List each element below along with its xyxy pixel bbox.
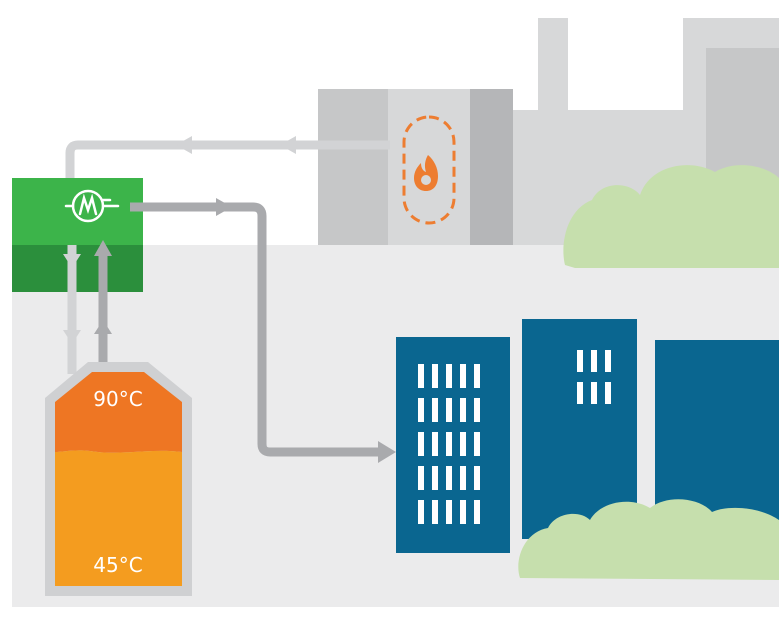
- tank-hot-layer: [55, 372, 182, 453]
- pipe-plant-to-exchanger: [65, 140, 390, 178]
- arrow-right-1: [216, 198, 232, 216]
- storage-tank: 90°C 45°C: [45, 362, 192, 596]
- heat-exchanger-bottom: [12, 245, 143, 292]
- arrow-down-1: [63, 254, 81, 268]
- bush-buildings: [518, 499, 779, 580]
- arrow-down-2: [63, 330, 81, 344]
- heat-exchanger-icon: [64, 189, 120, 223]
- arrow-left-2: [176, 136, 192, 154]
- arrow-right-2: [378, 441, 396, 463]
- arrow-left-1: [280, 136, 296, 154]
- arrow-up-1: [94, 240, 112, 256]
- heat-exchanger: [12, 178, 143, 292]
- tank-warm-layer: [55, 450, 182, 586]
- pipe-exchanger-to-buildings: [130, 202, 380, 457]
- building-left-body: [396, 337, 510, 553]
- flame-icon: [414, 155, 438, 191]
- building-middle: [522, 319, 637, 539]
- chimney-left: [538, 18, 568, 118]
- bush-factory: [563, 165, 779, 268]
- factory-left-wing: [318, 89, 388, 245]
- building-left: [396, 337, 510, 553]
- tank-bottom-temperature: 45°C: [93, 553, 142, 577]
- arrow-up-2: [94, 320, 112, 334]
- tank-top-temperature: 90°C: [93, 387, 142, 411]
- factory-right-wing: [470, 89, 513, 245]
- building-middle-windows: [577, 350, 611, 404]
- heat-exchanger-top: [12, 178, 143, 245]
- building-left-windows: [418, 364, 480, 524]
- boiler-outline: [402, 115, 456, 225]
